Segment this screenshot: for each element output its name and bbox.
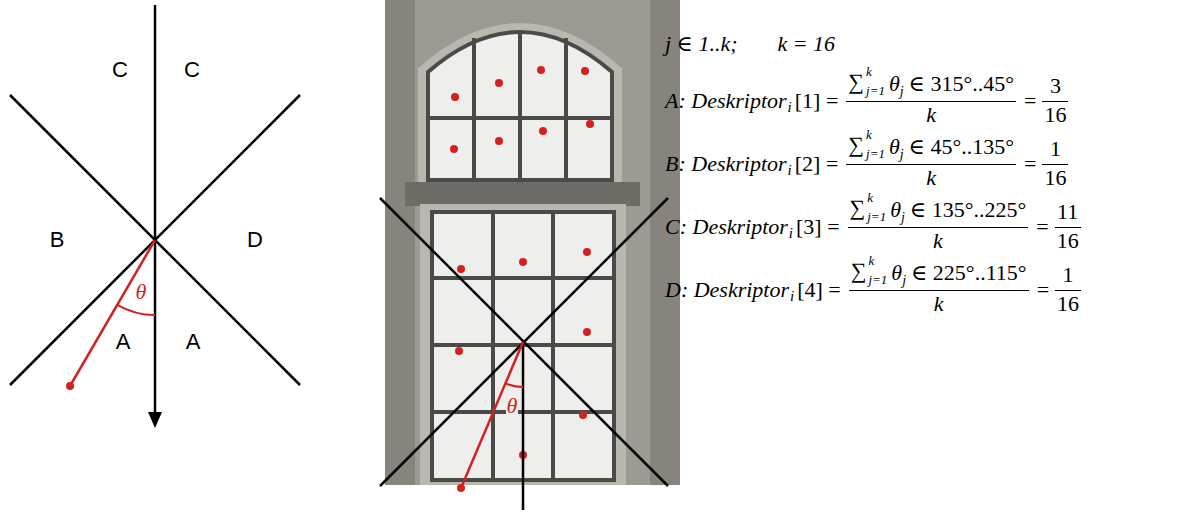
formula-text: 1 — [1063, 264, 1074, 286]
formula-subscript: j — [900, 148, 904, 162]
angle-arc — [117, 305, 155, 315]
sector-schematic — [10, 5, 300, 415]
formula-text: k — [926, 167, 936, 189]
fraction-bar — [846, 164, 1016, 165]
formula-text: 16 — [1044, 104, 1066, 126]
formula-text: 16 — [1044, 167, 1066, 189]
region-label: A — [116, 331, 131, 353]
fraction-bar — [1042, 101, 1068, 102]
sum-limit: k — [866, 65, 872, 78]
fraction-bar — [1055, 227, 1081, 228]
angle-label: θ — [506, 395, 519, 417]
region-label: D — [247, 229, 263, 251]
angle-ray — [461, 342, 523, 488]
sum-limit: k — [868, 254, 874, 267]
formula-text: C: Deskriptor — [665, 216, 788, 238]
sum-limit: j=1 — [866, 147, 885, 160]
sum-limit: k — [867, 191, 873, 204]
formula-text: k = 16 — [778, 33, 836, 55]
formula-text: 1 — [1050, 138, 1061, 160]
formula-text: = — [1024, 90, 1036, 112]
formula-subscript: j — [900, 85, 904, 99]
formula-subscript: i — [790, 289, 794, 304]
sum-limit: j=1 — [866, 84, 885, 97]
sum-symbol: ∑ — [848, 71, 864, 93]
formula-text: ∈ 225°..115° — [911, 262, 1027, 284]
formula-text: [3] = — [796, 216, 840, 238]
region-label: C — [184, 59, 200, 81]
formula-text: θ — [891, 262, 902, 284]
formula-text: θ — [889, 136, 900, 158]
fraction-bar — [1042, 164, 1068, 165]
formula-text: k — [933, 230, 943, 252]
formula-subscript: i — [789, 226, 793, 241]
fraction-bar — [848, 227, 1029, 228]
formula-text: 3 — [1050, 75, 1061, 97]
formula-subscript: j — [901, 211, 905, 225]
angle-ray — [70, 240, 155, 386]
formula-text: k — [926, 104, 936, 126]
arrow-head — [148, 412, 162, 428]
formula-text: 16 — [1057, 293, 1079, 315]
formula-text: 16 — [1057, 230, 1079, 252]
sum-symbol: ∑ — [850, 197, 866, 219]
formula-text: [1] = — [795, 90, 839, 112]
formula-text: A: Deskriptor — [665, 90, 787, 112]
fraction-bar — [1055, 290, 1081, 291]
sum-symbol: ∑ — [851, 260, 867, 282]
formula-text: B: Deskriptor — [665, 153, 787, 175]
formula-subscript: i — [788, 100, 792, 115]
formula-text: = — [1036, 216, 1048, 238]
formula-text: j ∈ 1..k; — [665, 33, 738, 55]
formula-text: θ — [889, 73, 900, 95]
fraction-bar — [846, 101, 1016, 102]
formula-text: [2] = — [795, 153, 839, 175]
formula-text: θ — [890, 199, 901, 221]
sum-limit: k — [866, 128, 872, 141]
formula-subscript: i — [788, 163, 792, 178]
region-label: B — [50, 229, 65, 251]
sum-limit: j=1 — [868, 273, 887, 286]
angle-arc — [505, 383, 523, 387]
formula-text: D: Deskriptor — [665, 279, 789, 301]
formula-text: ∈ 135°..225° — [910, 199, 1026, 221]
region-label: A — [186, 331, 201, 353]
formula-text: 11 — [1057, 201, 1078, 223]
sum-limit: j=1 — [867, 210, 886, 223]
formula-text: = — [1024, 153, 1036, 175]
angle-label: θ — [135, 281, 148, 303]
fraction-bar — [849, 290, 1029, 291]
region-label: C — [112, 59, 128, 81]
formula-text: k — [934, 293, 944, 315]
formula-subscript: j — [902, 274, 906, 288]
point-dot — [66, 382, 74, 390]
sum-symbol: ∑ — [848, 134, 864, 156]
formula-text: ∈ 315°..45° — [909, 73, 1014, 95]
formula-text: ∈ 45°..135° — [909, 136, 1014, 158]
formula-text: = — [1037, 279, 1049, 301]
formula-text: [4] = — [797, 279, 841, 301]
sector-overlay — [380, 198, 668, 510]
